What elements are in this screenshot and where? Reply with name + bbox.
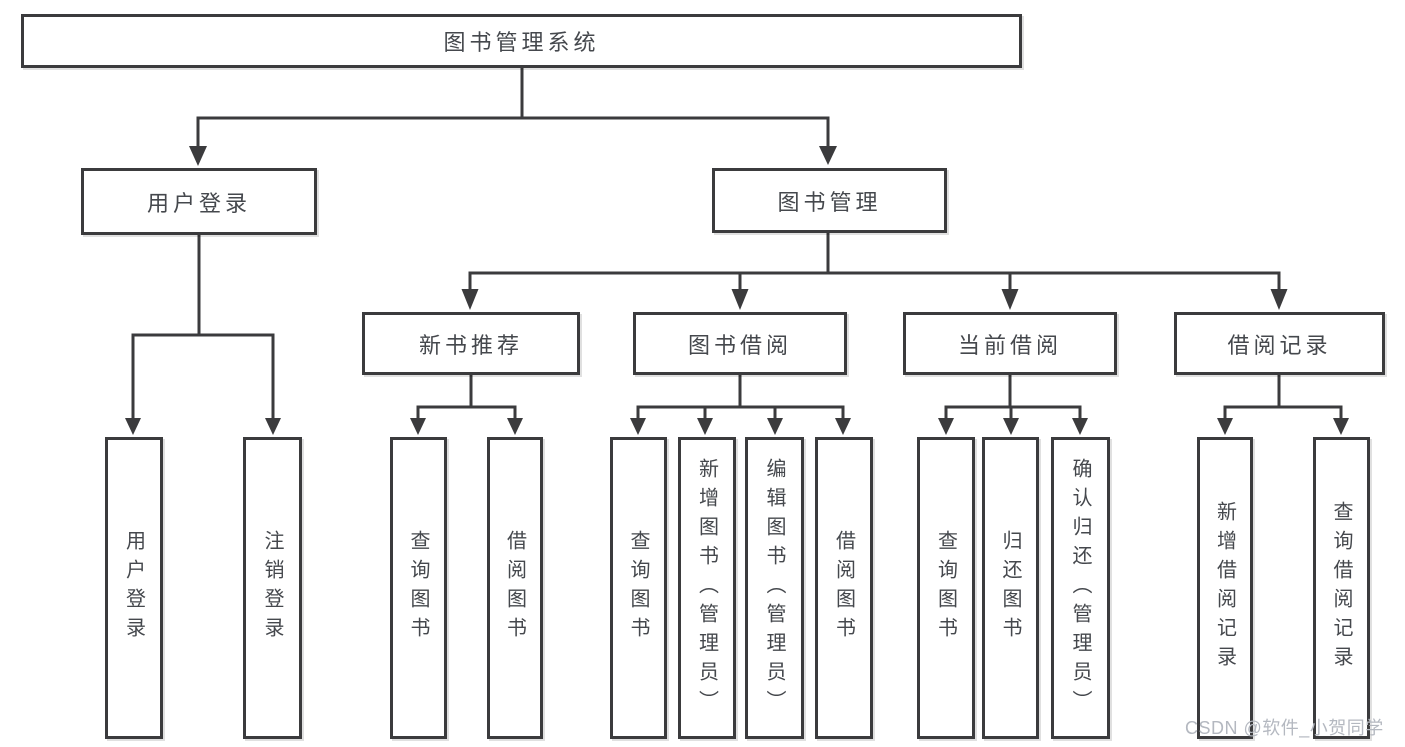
- leaf-record-add: 新增借阅记录: [1197, 437, 1253, 739]
- leaf-current-query-books: 查询图书: [917, 437, 975, 739]
- node-new-book-recommend: 新书推荐: [362, 312, 580, 375]
- node-book-management: 图书管理: [712, 168, 947, 233]
- leaf-current-confirm-return: 确认归还（管理员）: [1051, 437, 1110, 739]
- leaf-recommend-borrow-books: 借阅图书: [487, 437, 543, 739]
- watermark: CSDN @软件_小贺同学: [1185, 718, 1384, 738]
- leaf-borrow-borrow-books: 借阅图书: [815, 437, 873, 739]
- leaf-recommend-query-books: 查询图书: [390, 437, 447, 739]
- node-current-borrow: 当前借阅: [903, 312, 1117, 375]
- leaf-borrow-edit-books: 编辑图书（管理员）: [745, 437, 804, 739]
- leaf-logout: 注销登录: [243, 437, 302, 739]
- node-user-login: 用户登录: [81, 168, 317, 235]
- leaf-borrow-add-books: 新增图书（管理员）: [678, 437, 736, 739]
- node-root: 图书管理系统: [21, 14, 1022, 68]
- leaf-current-return-books: 归还图书: [982, 437, 1039, 739]
- node-borrow-record: 借阅记录: [1174, 312, 1385, 375]
- leaf-user-login: 用户登录: [105, 437, 163, 739]
- leaf-record-query: 查询借阅记录: [1313, 437, 1370, 739]
- node-book-borrow: 图书借阅: [633, 312, 847, 375]
- leaf-borrow-query-books: 查询图书: [610, 437, 667, 739]
